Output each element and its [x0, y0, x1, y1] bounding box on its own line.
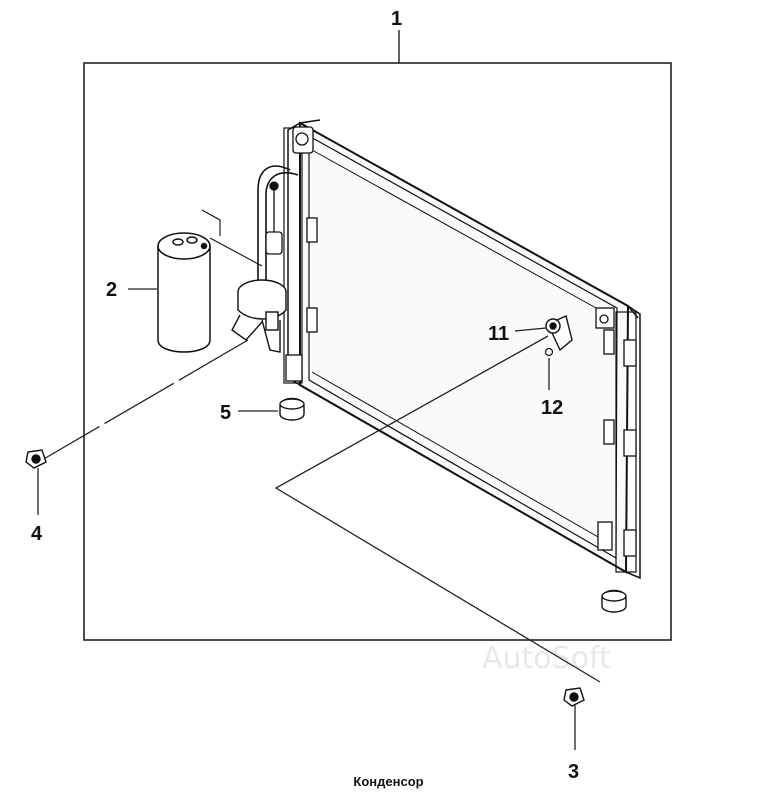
- callout-1: 1: [391, 8, 402, 30]
- leader-3-path: [274, 335, 601, 683]
- condenser-core: [283, 119, 641, 580]
- receiver-drier: [157, 209, 263, 353]
- callout-2: 2: [106, 279, 117, 301]
- fitting-11: [545, 315, 573, 352]
- leader-4-diagonal: [41, 339, 249, 461]
- bracket-bolt: [265, 181, 283, 255]
- receiver-clamp: [231, 279, 287, 353]
- callout-3: 3: [568, 761, 579, 783]
- callout-12: 12: [541, 397, 563, 419]
- nut-4: [25, 449, 47, 469]
- right-mounting-brackets: [595, 307, 637, 557]
- leader-11: [514, 327, 547, 332]
- left-mounting-brackets: [285, 126, 318, 382]
- callout-11: 11: [488, 323, 509, 345]
- washer-12: [544, 347, 554, 357]
- callout-4: 4: [31, 523, 43, 545]
- refrigerant-pipe: [257, 165, 299, 285]
- nut-3: [563, 687, 585, 707]
- callout-5: 5: [220, 402, 231, 424]
- grommet-lower: [601, 589, 627, 613]
- watermark: AutoSoft: [482, 641, 611, 676]
- diagram-caption: Конденсор: [353, 774, 424, 789]
- assembly-frame: [83, 62, 672, 641]
- grommet-5: [279, 397, 305, 421]
